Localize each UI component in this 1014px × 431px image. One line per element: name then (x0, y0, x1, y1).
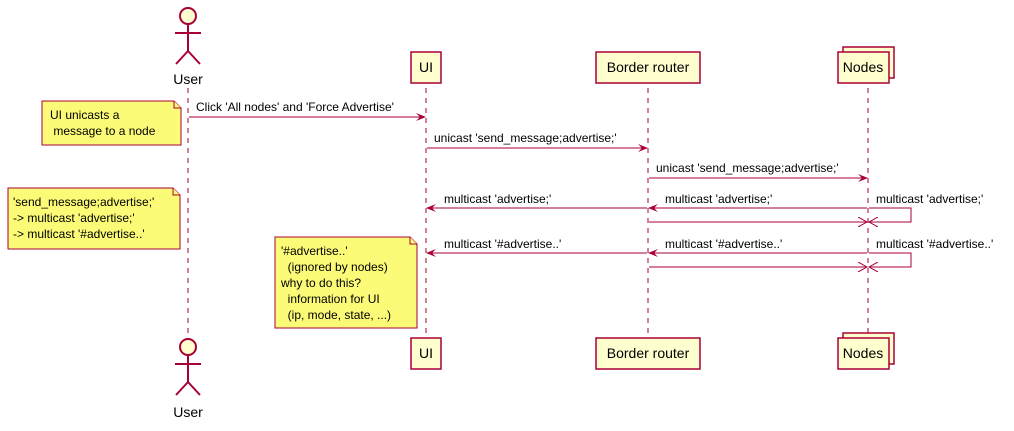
participant-ui-bottom: UI (410, 337, 442, 370)
participant-ui-label: UI (419, 59, 433, 75)
note-advertise-line-5: (ip, mode, state, ...) (281, 308, 391, 322)
message-label-unicast-2: unicast 'send_message;advertise;' (656, 161, 839, 175)
participant-nodes-bottom-label: Nodes (843, 345, 883, 361)
message-label-hash-advertise-br: multicast '#advertise..' (665, 237, 782, 251)
message-label-hash-advertise-self: multicast '#advertise..' (876, 237, 993, 251)
note-advertise-line-2: (ignored by nodes) (281, 260, 388, 274)
participant-nodes-top: Nodes (837, 46, 895, 84)
note-advertise-ignored: '#advertise..' (ignored by nodes) why to… (274, 236, 418, 329)
participant-ui-bottom-label: UI (419, 345, 433, 361)
message-arrow-hash-advertise-self (869, 252, 912, 267)
message-label-advertise-self: multicast 'advertise;' (876, 192, 983, 206)
message-arrow-advertise-self (869, 207, 912, 222)
note-send-message: 'send_message;advertise;' -> multicast '… (7, 187, 181, 250)
note-ui-unicasts: UI unicasts a message to a node (41, 100, 182, 146)
message-label-advertise-br: multicast 'advertise;' (665, 192, 772, 206)
note-send-message-line-3: -> multicast '#advertise..' (13, 227, 145, 241)
note-advertise-line-3: why to do this? (280, 276, 361, 290)
participant-nodes-label: Nodes (843, 59, 883, 75)
note-send-message-line-2: -> multicast 'advertise;' (13, 211, 135, 225)
note-send-message-line-1: 'send_message;advertise;' (13, 195, 154, 209)
message-label-hash-advertise-ui: multicast '#advertise..' (444, 237, 561, 251)
message-label-unicast-1: unicast 'send_message;advertise;' (434, 131, 617, 145)
participant-nodes-bottom: Nodes (837, 332, 895, 370)
note-ui-unicasts-line-1: UI unicasts a (50, 108, 120, 122)
note-advertise-line-1: '#advertise..' (281, 244, 348, 258)
message-label-advertise-ui: multicast 'advertise;' (444, 192, 551, 206)
note-advertise-line-4: information for UI (281, 292, 380, 306)
participant-border-router-label: Border router (607, 59, 690, 75)
participant-border-router-bottom-label: Border router (607, 345, 690, 361)
note-ui-unicasts-line-2: message to a node (50, 124, 156, 138)
actor-user-bottom-label: User (173, 404, 203, 420)
actor-user-bottom: User (173, 338, 203, 420)
participant-border-router-top: Border router (595, 51, 701, 84)
message-label-click: Click 'All nodes' and 'Force Advertise' (196, 100, 394, 114)
actor-user-label: User (173, 71, 203, 87)
participant-ui-top: UI (410, 51, 442, 84)
participant-border-router-bottom: Border router (595, 337, 701, 370)
actor-user-top: User (173, 7, 203, 87)
